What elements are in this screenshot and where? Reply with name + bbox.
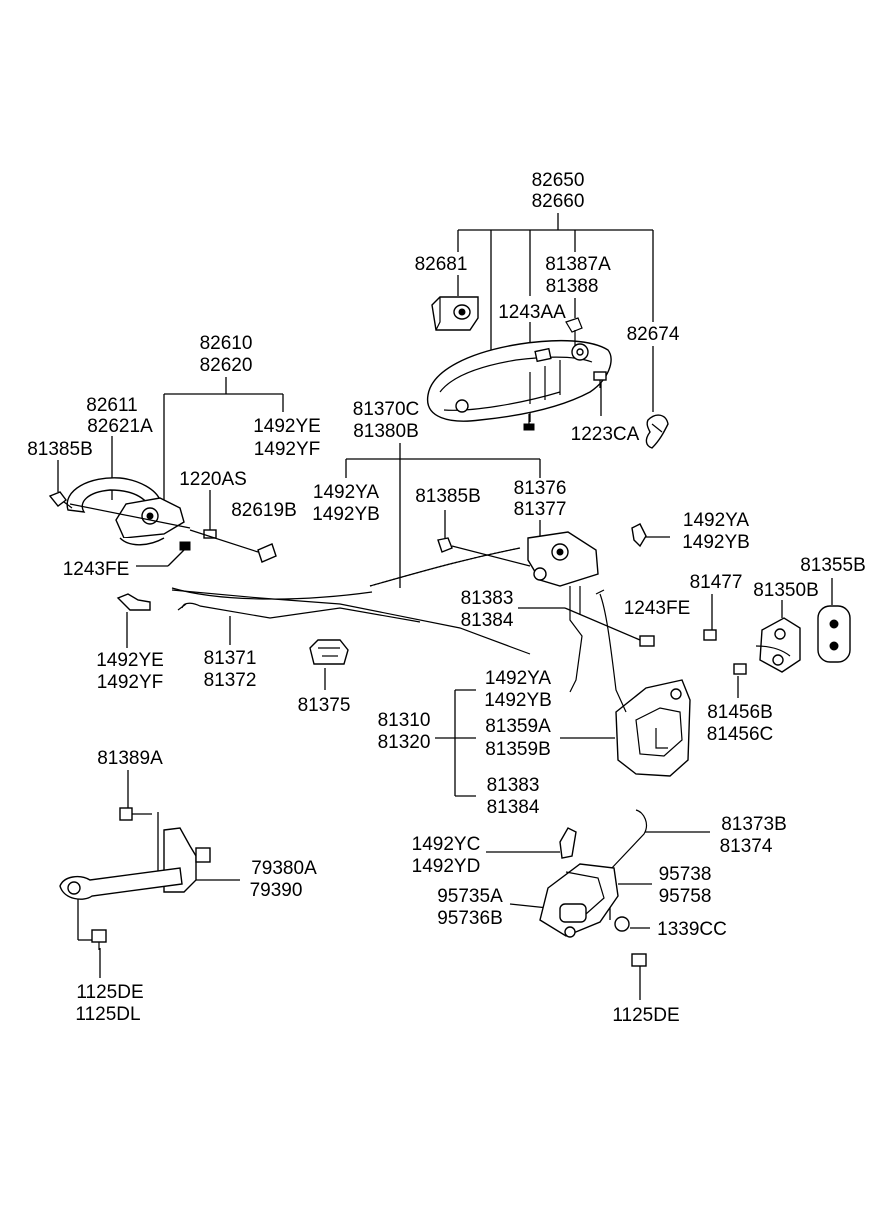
label-81377: 81377 xyxy=(514,499,567,520)
label-1125de-left: 1125DE xyxy=(76,982,143,1003)
actuator-95735a xyxy=(539,863,619,938)
label-82660: 82660 xyxy=(532,191,585,212)
label-81359b: 81359B xyxy=(485,739,551,760)
label-79390: 79390 xyxy=(250,880,303,901)
label-81456c: 81456C xyxy=(707,724,774,745)
label-1492yb-right: 1492YB xyxy=(682,532,750,553)
label-82619b: 82619B xyxy=(231,500,297,521)
label-81380b: 81380B xyxy=(353,421,419,442)
label-82621a: 82621A xyxy=(87,416,153,437)
label-1339cc: 1339CC xyxy=(657,919,727,940)
screw-81477 xyxy=(703,629,717,641)
label-81370c: 81370C xyxy=(353,399,420,420)
label-81374: 81374 xyxy=(720,836,773,857)
part-labels: 82650 82660 82681 81387A 81388 1243AA 82… xyxy=(27,170,866,1026)
label-1243fe-center: 1243FE xyxy=(624,598,691,619)
label-81350b: 81350B xyxy=(753,580,819,601)
label-1492yb-bottom: 1492YB xyxy=(484,690,552,711)
clip-1492ya-right xyxy=(631,523,647,548)
clip-82674 xyxy=(645,414,669,449)
label-1492ya-right: 1492YA xyxy=(683,510,750,531)
label-81320: 81320 xyxy=(378,732,431,753)
label-1492ya-bottom: 1492YA xyxy=(485,668,552,689)
label-82611: 82611 xyxy=(86,395,137,416)
label-1492yf-left: 1492YF xyxy=(97,672,164,693)
striker-plate-81350b xyxy=(755,617,801,673)
cover-82619b xyxy=(189,529,277,563)
label-81372: 81372 xyxy=(204,670,257,691)
label-82681: 82681 xyxy=(415,254,468,275)
outer-lever-81376 xyxy=(527,531,599,693)
nut-1339cc xyxy=(614,916,630,932)
label-81371: 81371 xyxy=(204,648,257,669)
grommet-81385b-center xyxy=(437,537,531,567)
bolt-1125de-right xyxy=(631,953,647,967)
label-81384-top: 81384 xyxy=(461,610,514,631)
label-81389a: 81389A xyxy=(97,748,163,769)
bolt-81389a xyxy=(119,807,152,821)
label-81456b: 81456B xyxy=(707,702,773,723)
label-81388: 81388 xyxy=(546,276,599,297)
rod-81371 xyxy=(171,589,531,655)
label-1492ye-left: 1492YE xyxy=(96,650,164,671)
label-95736b: 95736B xyxy=(437,908,503,929)
cable-81370c xyxy=(171,547,521,600)
label-1243aa: 1243AA xyxy=(498,302,566,323)
label-1492yd: 1492YD xyxy=(412,856,481,877)
screw-1243fe-center xyxy=(639,635,655,647)
label-81355b: 81355B xyxy=(800,555,866,576)
screw-1243fe-left xyxy=(179,541,191,551)
label-1492ye-top: 1492YE xyxy=(253,416,321,437)
label-81310: 81310 xyxy=(378,710,431,731)
label-95735a: 95735A xyxy=(437,886,503,907)
clip-1492ye-left xyxy=(116,593,151,611)
label-82674: 82674 xyxy=(627,324,680,345)
door-check-79380a xyxy=(59,827,211,900)
label-81359a: 81359A xyxy=(485,716,551,737)
label-1492yc: 1492YC xyxy=(412,834,481,855)
inside-handle-82611 xyxy=(66,477,191,546)
screw-1243aa xyxy=(523,414,535,431)
label-1125dl: 1125DL xyxy=(75,1004,140,1025)
label-1492ya-mid: 1492YA xyxy=(313,482,380,503)
label-81383-bottom: 81383 xyxy=(487,775,540,796)
label-81375: 81375 xyxy=(298,695,351,716)
label-79380a: 79380A xyxy=(251,858,317,879)
label-81384-bottom: 81384 xyxy=(487,797,540,818)
label-1492yf-top: 1492YF xyxy=(254,439,321,460)
outside-handle-cap xyxy=(431,296,479,331)
label-82620: 82620 xyxy=(200,355,253,376)
bolt-1125de-left xyxy=(91,929,107,950)
clip-1492yc xyxy=(559,827,577,859)
grommet-81385b-left xyxy=(48,491,73,509)
label-81387a: 81387A xyxy=(545,254,611,275)
label-81477: 81477 xyxy=(690,572,743,593)
label-82610: 82610 xyxy=(200,333,253,354)
latch-assembly-81310 xyxy=(595,589,691,777)
screw-81456b xyxy=(733,663,747,675)
striker-81355b xyxy=(817,605,851,663)
label-81385b-center: 81385B xyxy=(415,486,481,507)
clip-81375 xyxy=(309,639,349,665)
label-82650: 82650 xyxy=(532,170,585,191)
leader-lines xyxy=(57,213,833,1000)
label-81383-top: 81383 xyxy=(461,588,514,609)
label-1223ca: 1223CA xyxy=(571,424,640,445)
label-1492yb-mid: 1492YB xyxy=(312,504,380,525)
label-81373b: 81373B xyxy=(721,814,787,835)
label-95738: 95738 xyxy=(659,864,712,885)
label-1125de-right: 1125DE xyxy=(612,1005,679,1026)
label-1243fe-left: 1243FE xyxy=(63,559,130,580)
label-1220as: 1220AS xyxy=(179,469,247,490)
outside-handle-assembly xyxy=(427,317,612,422)
label-81376: 81376 xyxy=(514,478,567,499)
rod-81373b xyxy=(609,809,648,871)
screw-1223ca xyxy=(593,371,607,388)
label-95758: 95758 xyxy=(659,886,712,907)
label-81385b-left: 81385B xyxy=(27,439,93,460)
